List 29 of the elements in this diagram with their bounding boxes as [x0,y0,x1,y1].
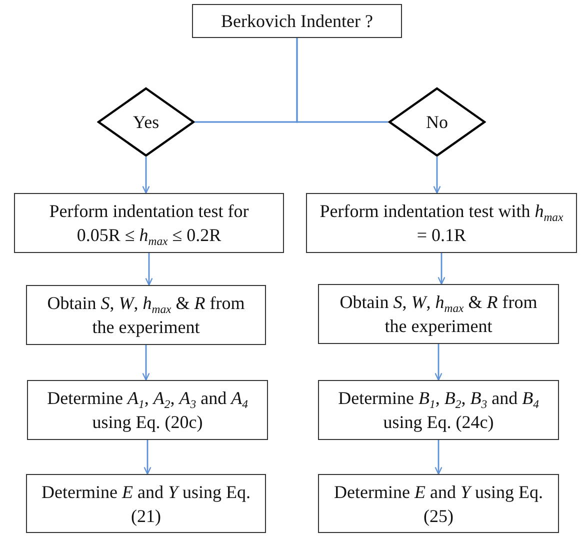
process-box [26,474,266,533]
arrow [144,440,152,475]
process-box [26,285,266,345]
process-box [318,284,559,344]
arrow [438,253,446,285]
decision-label: No [425,111,449,134]
process-box [318,474,559,533]
arrow [434,344,442,381]
arrow [433,157,441,194]
step-text: Determine B$_{1}$, B$_{2}$, B$_{3}$ and B$_{4}$ using Eq. (24c) [337,387,540,434]
process-box [192,4,402,38]
arrow [434,440,442,475]
step-text: Determine E and Y using Eq. (25) [333,480,544,528]
process-box [306,193,577,253]
decision-label: Yes [132,111,160,134]
process-box [14,193,284,253]
step-text: Berkovich Indenter ? [220,10,374,33]
step-text: Obtain S, W, h$_{max}$ & R from the experiment [46,292,246,339]
process-box [27,380,268,440]
arrow [145,253,153,286]
step-text: Perform indentation test with h$_{max}$ = 0.1R [318,200,564,247]
step-text: Perform indentation test for 0.05R ≤ h$_{max}$ ≤ 0.2R [48,200,250,247]
connector-line [296,38,388,123]
step-text: Determine E and Y using Eq. (21) [40,480,252,528]
process-box [318,380,559,440]
step-text: Obtain S, W, h$_{max}$ & R from the experiment [338,291,538,338]
arrow [142,345,150,381]
arrow [142,157,150,194]
step-text: Determine A$_{1}$, A$_{2}$, A$_{3}$ and A$_{4}$ using Eq. (20c) [46,387,249,434]
